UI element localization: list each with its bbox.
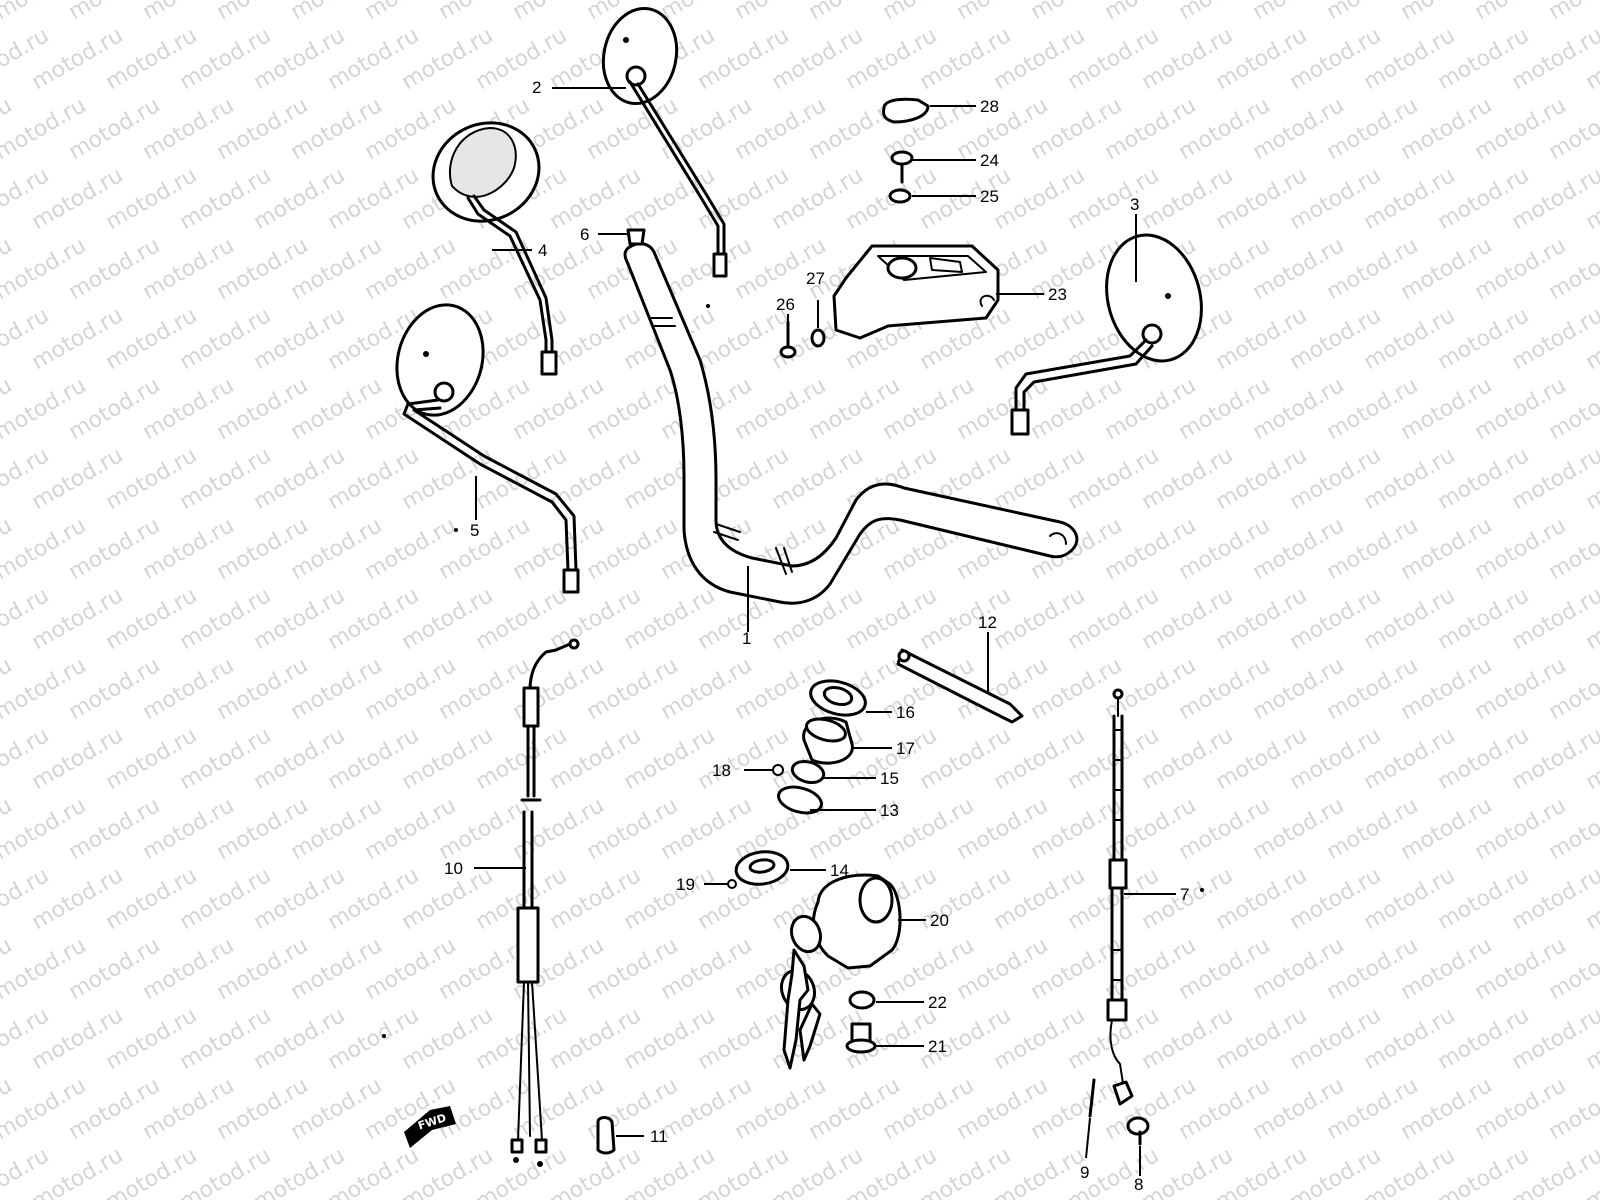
- bolt-8-part: [1126, 1116, 1150, 1146]
- callout-28: 28: [980, 97, 999, 116]
- mirror-4-part: [431, 121, 558, 376]
- ring-13-part: [777, 785, 823, 815]
- mirror-3-part: [1010, 233, 1203, 436]
- cable-cap-11-part: [596, 1116, 616, 1155]
- washer-25-part: [888, 188, 912, 204]
- clutch-cable-7-part: [1106, 688, 1134, 1106]
- handlebar-part: [623, 242, 1079, 605]
- callout-21: 21: [928, 1037, 947, 1056]
- callout-11: 11: [650, 1127, 668, 1146]
- washer-27-part: [810, 328, 826, 348]
- callout-12: 12: [978, 613, 997, 632]
- callout-16: 16: [896, 703, 915, 722]
- strap-12-part: [896, 648, 1024, 724]
- callout-3: 3: [1130, 195, 1139, 214]
- pin-9-part: [1088, 1078, 1096, 1118]
- callout-19: 19: [676, 875, 695, 894]
- callout-13: 13: [880, 801, 899, 820]
- pad-28-part: [882, 97, 930, 124]
- callout-7: 7: [1180, 885, 1189, 904]
- callout-leaders: [474, 87, 1176, 1176]
- washer-22-part: [848, 990, 876, 1010]
- callout-1: 1: [742, 629, 751, 648]
- callout-27: 27: [806, 269, 825, 288]
- throttle-cable-10-part: [510, 638, 580, 1167]
- switch-housing-23-part: [832, 244, 1000, 340]
- mirror-5-part: [395, 303, 580, 594]
- screw-24-part: [890, 150, 914, 184]
- ball-19-part: [727, 879, 737, 889]
- callout-17: 17: [896, 739, 915, 758]
- callout-6: 6: [580, 225, 589, 244]
- callout-15: 15: [880, 769, 899, 788]
- watermark-text: motod.ru: [1545, 0, 1600, 25]
- mirror-2-part: [601, 6, 728, 278]
- fwd-arrow: FWD: [404, 1106, 456, 1148]
- callout-23: 23: [1048, 285, 1067, 304]
- callout-18: 18: [712, 761, 731, 780]
- bushing-17-part: [802, 716, 854, 765]
- callout-2: 2: [532, 78, 541, 97]
- callout-labels: 1 2 3 4 5 6 7 8 9 10 11 12 13 14 15 16 1…: [444, 78, 1189, 1194]
- callout-10: 10: [444, 859, 463, 878]
- callout-25: 25: [980, 187, 999, 206]
- callout-24: 24: [980, 151, 999, 170]
- bolt-21-part: [845, 1022, 877, 1054]
- callout-22: 22: [928, 993, 947, 1012]
- parts: FWD: [382, 6, 1204, 1167]
- callout-20: 20: [930, 911, 949, 930]
- callout-14: 14: [830, 861, 849, 880]
- ring-15-part: [790, 759, 826, 785]
- ignition-switch-20-part: [779, 873, 902, 1070]
- ball-18-part: [772, 764, 784, 776]
- callout-26: 26: [776, 295, 795, 314]
- callout-4: 4: [538, 241, 547, 260]
- cap-6-part: [626, 228, 646, 246]
- callout-9: 9: [1080, 1163, 1089, 1182]
- callout-8: 8: [1134, 1175, 1143, 1194]
- grommet-14-part: [734, 850, 790, 886]
- callout-5: 5: [470, 521, 479, 540]
- ring-16-part: [809, 679, 867, 717]
- screw-26-part: [779, 320, 797, 359]
